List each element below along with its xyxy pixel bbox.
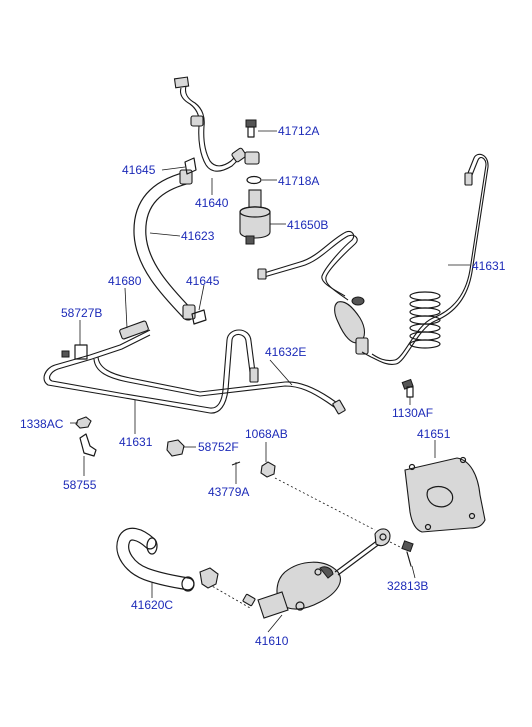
label-41632E: 41632E (265, 345, 306, 359)
label-43779A: 43779A (208, 485, 249, 499)
label-41640: 41640 (195, 196, 229, 210)
part-labels: 41712A 41645 41718A 41640 41650B 41623 4… (20, 124, 506, 648)
label-1130AF: 1130AF (392, 406, 433, 420)
bracket-41680 (119, 287, 149, 340)
label-41712A: 41712A (278, 124, 319, 138)
hose-41623 (133, 169, 196, 321)
label-41620C: 41620C (131, 598, 173, 612)
nut-1338AC (70, 416, 92, 429)
hose-41620C (116, 527, 195, 598)
label-41631-top: 41631 (472, 259, 506, 273)
label-41651: 41651 (417, 427, 451, 441)
label-58755: 58755 (63, 478, 97, 492)
reservoir-41650B (239, 189, 286, 245)
label-41623: 41623 (181, 229, 215, 243)
label-41645-lower: 41645 (186, 274, 220, 288)
clip-58727B (61, 320, 88, 360)
bushing-1068AB (260, 442, 276, 478)
clip-41645-upper (161, 157, 197, 175)
label-41650B: 41650B (287, 218, 328, 232)
label-41645-upper: 41645 (122, 163, 156, 177)
clip-58752F (166, 439, 196, 457)
bracket-58755 (79, 433, 97, 476)
pipe-41631-coil (370, 153, 489, 365)
label-41610: 41610 (255, 634, 289, 648)
clip-41645-lower (191, 284, 207, 325)
clip-41620C (199, 567, 219, 589)
label-41680: 41680 (108, 274, 142, 288)
nut-41718A (244, 151, 277, 185)
master-cylinder-41610 (242, 528, 391, 633)
pipe-41632E (43, 329, 346, 415)
bolt-41712A (245, 119, 277, 138)
label-1068AB: 1068AB (245, 427, 288, 441)
label-32813B: 32813B (387, 579, 428, 593)
pin-43779A (231, 461, 241, 484)
label-58752F: 58752F (198, 440, 239, 454)
pipe-valve-feed (257, 231, 358, 301)
label-1338AC: 1338AC (20, 417, 64, 431)
coil-spring (409, 291, 441, 349)
bolt-32813B (401, 540, 416, 579)
plate-41651 (404, 440, 486, 533)
pipe-41640 (173, 76, 247, 172)
label-58727B: 58727B (61, 306, 102, 320)
label-41631-bottom: 41631 (119, 435, 153, 449)
label-41718A: 41718A (278, 174, 319, 188)
bolt-1130AF (401, 378, 414, 405)
valve-body (334, 296, 372, 358)
